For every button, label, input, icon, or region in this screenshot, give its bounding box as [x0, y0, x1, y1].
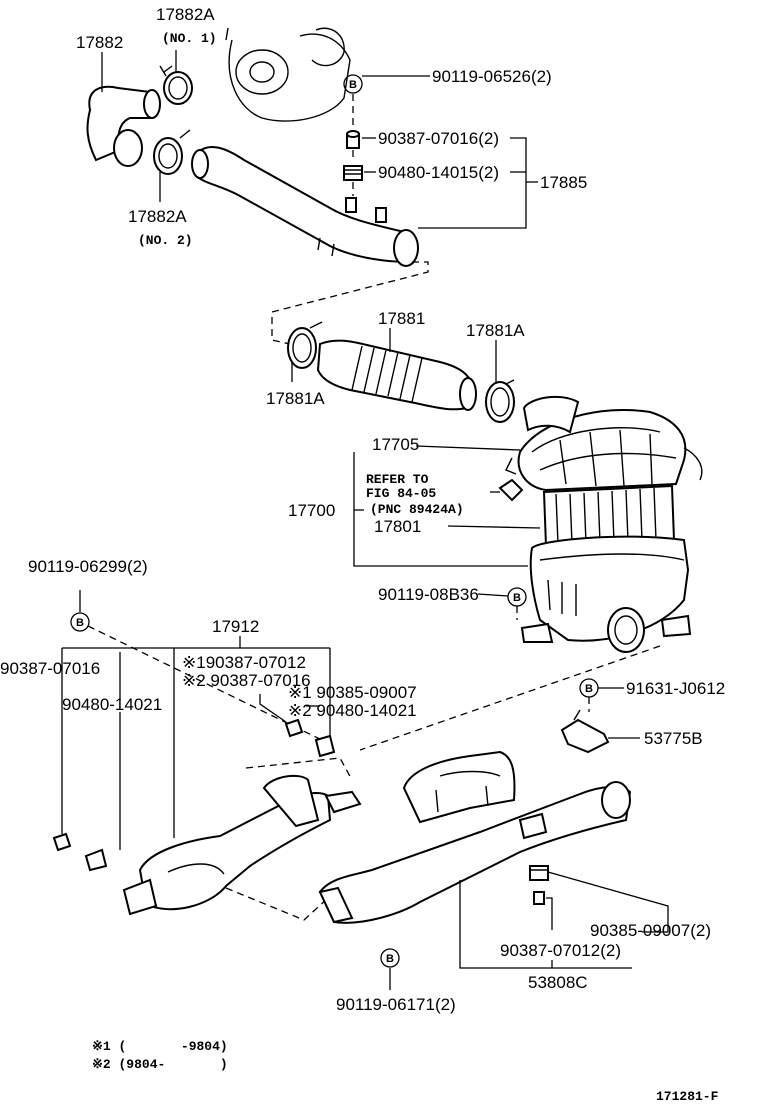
grommet-90480-14021-left — [84, 848, 108, 872]
label-17885: 17885 — [540, 173, 587, 192]
label-17881A-right: 17881A — [466, 321, 525, 340]
label-17912: 17912 — [212, 617, 259, 636]
label-90119-06171: 90119-06171(2) — [336, 995, 456, 1014]
label-91631-J0612: 91631-J0612 — [626, 679, 725, 698]
label-k1-90385-09007: ※1 90385-09007 — [288, 683, 417, 702]
label-90480-14015: 90480-14015(2) — [378, 163, 499, 182]
collar-90387-07016-top — [346, 130, 360, 149]
grommet-90480-14015 — [343, 165, 363, 181]
label-53808C: 53808C — [528, 973, 588, 992]
collar-90387-07016-left — [52, 832, 72, 852]
label-90387-07012-2: 90387-07012(2) — [500, 941, 621, 960]
duct-17912 — [122, 774, 362, 916]
bolt-90119-08B36: B — [507, 587, 527, 607]
label-17881A-left: 17881A — [266, 389, 325, 408]
label-k1-90387-07012: ※190387-07012 — [182, 653, 306, 672]
turbo-housing — [225, 27, 351, 122]
label-no1: (NO. 1) — [162, 31, 217, 46]
duct-53808C — [318, 750, 632, 924]
svg-text:B: B — [386, 953, 394, 965]
label-17705: 17705 — [372, 435, 419, 454]
label-17801: 17801 — [374, 517, 421, 536]
clamp-17881A-left — [287, 321, 323, 369]
label-90387-07016-2: 90387-07016(2) — [378, 129, 499, 148]
label-90480-14021: 90480-14021 — [62, 695, 162, 714]
label-refer-3: (PNC 89424A) — [370, 502, 464, 517]
label-17882: 17882 — [76, 33, 123, 52]
label-90119-08B36: 90119-08B36 — [378, 585, 479, 604]
label-no2: (NO. 2) — [138, 233, 193, 248]
clamp-17881A-right — [485, 379, 515, 423]
collar-90387-07012 — [284, 718, 304, 738]
grommet-90385-09007 — [314, 734, 336, 758]
svg-text:B: B — [513, 592, 521, 604]
label-90119-06299: 90119-06299(2) — [28, 557, 148, 576]
label-17700: 17700 — [288, 501, 335, 520]
bolt-91631-J0612: B — [579, 678, 599, 698]
hose-17882 — [86, 85, 161, 167]
footnote-1: ※1 ( -9804) — [92, 1039, 228, 1054]
footnote-2: ※2 (9804- ) — [92, 1057, 228, 1072]
grommet-90385-09007-r — [529, 865, 549, 881]
bolt-90119-06526: B — [343, 74, 363, 94]
air-cleaner-assembly-17700 — [505, 395, 703, 653]
label-90387-07016: 90387-07016 — [0, 659, 100, 678]
label-k2-90387-07016: ※2 90387-07016 — [182, 671, 311, 690]
clip-refer — [498, 478, 524, 502]
figure-code: 171281-F — [656, 1089, 719, 1104]
clamp-17882A-no2 — [153, 129, 191, 175]
label-17882A-no2: 17882A — [128, 207, 187, 226]
label-17882A-no1: 17882A — [156, 5, 215, 24]
hose-17881 — [316, 339, 477, 411]
clip-53775B — [560, 709, 610, 754]
bolt-90119-06299: B — [70, 612, 90, 632]
intake-pipe-17885 — [191, 145, 419, 267]
svg-text:B: B — [585, 683, 593, 695]
label-53775B: 53775B — [644, 729, 703, 748]
label-refer-1: REFER TO — [366, 472, 429, 487]
label-90385-09007-2: 90385-09007(2) — [590, 921, 711, 940]
svg-text:B: B — [349, 79, 357, 91]
bolt-90119-06171: B — [380, 948, 400, 968]
label-k2-90480-14021: ※2 90480-14021 — [288, 701, 417, 720]
clamp-17882A-no1 — [159, 65, 193, 105]
label-90119-06526: 90119-06526(2) — [432, 67, 552, 86]
label-refer-2: FIG 84-05 — [366, 486, 436, 501]
collar-90387-07012-r — [533, 891, 545, 905]
svg-text:B: B — [76, 617, 84, 629]
label-17881: 17881 — [378, 309, 425, 328]
